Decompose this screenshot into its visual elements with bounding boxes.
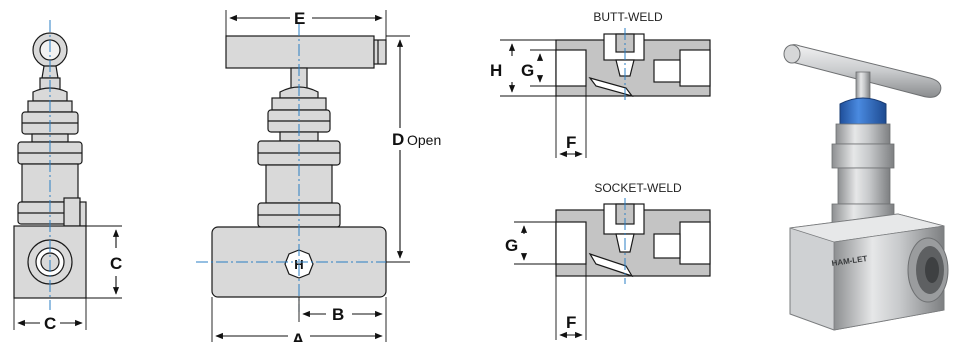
dim-d: D — [392, 130, 404, 149]
dim-g-socket: G — [505, 236, 518, 255]
socket-weld-title: SOCKET-WELD — [594, 181, 682, 195]
butt-weld-title: BUTT-WELD — [593, 10, 663, 24]
socket-weld-section: SOCKET-WELD G F — [505, 181, 711, 340]
dim-d-open: Open — [407, 132, 441, 148]
dim-e: E — [294, 9, 305, 28]
dim-c-bottom: C — [44, 314, 56, 333]
butt-weld-section: BUTT-WELD H G F — [490, 10, 711, 158]
dim-f-butt: F — [566, 133, 576, 152]
dim-g-butt: G — [521, 61, 534, 80]
dim-h: H — [490, 61, 502, 80]
product-photo: HAM-LET — [783, 44, 949, 331]
blue-collar — [839, 97, 887, 129]
bonnet-cap — [32, 87, 68, 102]
dim-c-side: C — [110, 254, 122, 273]
dim-a: A — [292, 330, 304, 342]
side-view: C C — [13, 20, 122, 333]
front-view: H E D Open B A — [196, 9, 441, 342]
dim-b: B — [332, 305, 344, 324]
t-handle — [225, 35, 375, 69]
dim-f-socket: F — [566, 313, 576, 332]
